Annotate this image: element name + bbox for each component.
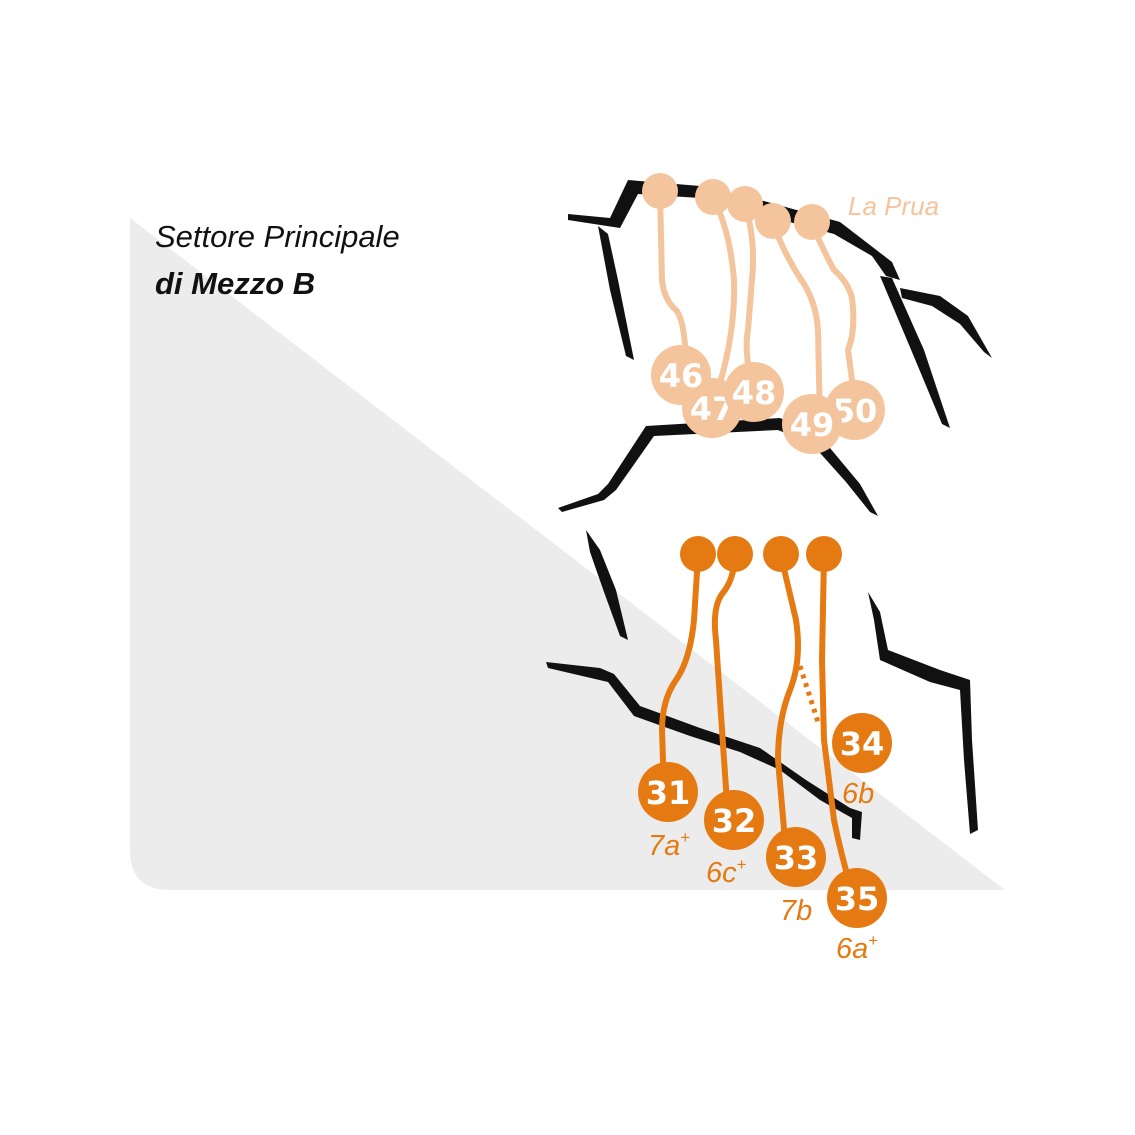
route-badge-33: 33 <box>766 827 826 887</box>
upper-anchors <box>642 173 830 240</box>
upper-rock-lines <box>558 180 992 516</box>
route-line-50 <box>809 221 859 413</box>
route-line-31 <box>658 553 701 793</box>
upper-rock-right-face <box>880 276 950 428</box>
lower-rock-left-crack <box>586 530 628 640</box>
route-badge-46: 46 <box>651 345 711 405</box>
route-number-35: 35 <box>835 880 880 918</box>
route-number-49: 49 <box>790 406 835 444</box>
route-number-46: 46 <box>659 357 704 395</box>
route-line-33 <box>774 553 801 855</box>
route-grade-34: 6b <box>842 778 874 810</box>
anchor-31 <box>680 536 716 572</box>
upper-rock-ledge <box>558 418 878 516</box>
anchor-35 <box>806 536 842 572</box>
upper-route-badges: 50 49 47 48 46 <box>651 345 885 454</box>
anchor-47 <box>695 179 731 215</box>
route-grade-32: 6c+ <box>706 855 747 889</box>
anchor-33 <box>763 536 799 572</box>
anchor-48 <box>727 186 763 222</box>
route-line-48 <box>742 202 757 391</box>
title-line-2: di Mezzo B <box>155 266 315 301</box>
upper-rock-right-flake <box>900 288 992 358</box>
title-line-1: Settore Principale <box>155 219 400 254</box>
lower-route-badges: 31 7a+ 32 6c+ 33 7b 34 6b 35 6a+ <box>638 713 892 965</box>
lower-rock-lines <box>546 530 978 840</box>
route-line-34-dotted <box>797 665 821 723</box>
anchor-32 <box>717 536 753 572</box>
route-badge-49: 49 <box>782 394 842 454</box>
route-badge-32: 32 <box>704 790 764 850</box>
route-line-49 <box>770 219 823 427</box>
route-number-32: 32 <box>712 802 757 840</box>
sector-label-la-prua: La Prua <box>848 191 939 221</box>
anchor-46 <box>642 173 678 209</box>
route-line-47 <box>709 195 738 411</box>
background-triangle <box>130 218 1005 890</box>
route-number-48: 48 <box>732 374 777 412</box>
upper-rock-left-face <box>598 226 634 360</box>
route-badge-34: 34 <box>832 713 892 773</box>
route-grade-31: 7a+ <box>648 828 690 862</box>
route-grade-35: 6a+ <box>836 931 878 965</box>
route-badge-35: 35 <box>827 868 887 928</box>
lower-rock-right-face <box>868 592 978 834</box>
route-badge-48: 48 <box>724 362 784 422</box>
anchor-50 <box>794 204 830 240</box>
lower-anchors <box>680 536 842 572</box>
route-number-31: 31 <box>646 774 691 812</box>
route-grade-33: 7b <box>780 895 812 927</box>
anchor-49 <box>755 203 791 239</box>
route-number-33: 33 <box>774 839 819 877</box>
route-badge-31: 31 <box>638 762 698 822</box>
route-number-34: 34 <box>840 725 885 763</box>
